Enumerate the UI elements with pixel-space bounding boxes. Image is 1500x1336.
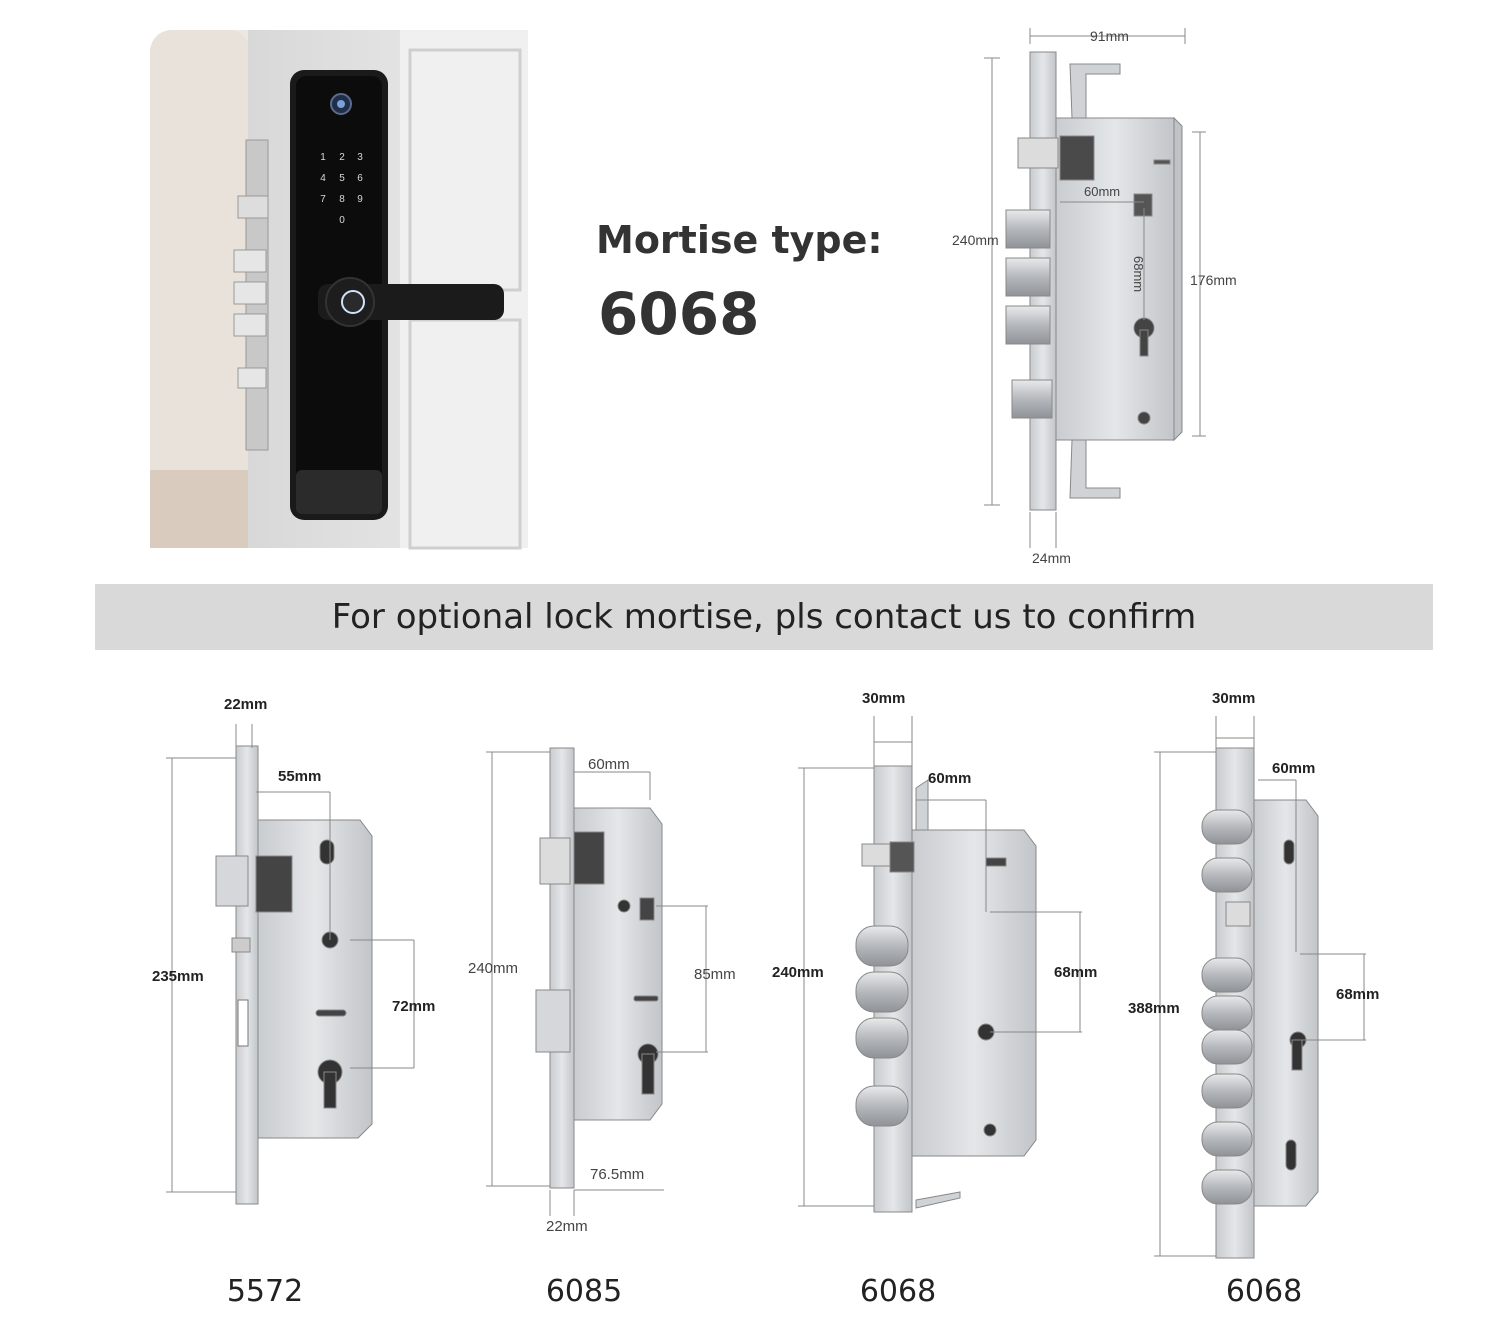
dim-width: 91mm [1090,28,1129,44]
svg-text:4: 4 [320,173,326,184]
mortise-model: 6068 [598,280,760,348]
top-mortise-drawing [984,28,1206,548]
dim-center: 68mm [1131,256,1146,293]
svg-text:9: 9 [357,194,363,205]
mortise-6085-drawing [486,747,708,1216]
svg-text:8: 8 [339,194,345,205]
opt4-model: 6068 [1225,1274,1303,1309]
svg-text:7: 7 [320,194,326,205]
dim-faceplate: 24mm [1032,550,1071,566]
opt3-height: 240mm [772,964,824,981]
opt3-center: 68mm [1054,964,1098,981]
opt4-center: 68mm [1336,986,1380,1003]
dim-backset: 60mm [1084,184,1121,199]
mortise-6068-drawing-a [798,716,1082,1213]
opt4-height: 388mm [1128,1000,1180,1017]
opt2-height: 240mm [468,960,519,977]
product-photo [150,30,528,550]
opt1-model: 5572 [226,1274,304,1309]
dim-body-height: 176mm [1190,272,1237,288]
opt2-model: 6085 [545,1274,623,1309]
mortise-5572-drawing [166,724,415,1205]
svg-text:2: 2 [339,152,345,163]
opt2-center: 85mm [694,966,736,983]
keypad: 1 2 3 4 5 6 7 8 9 0 [320,152,363,226]
svg-text:5: 5 [339,173,345,184]
opt4-faceplate: 30mm [1212,690,1256,707]
opt1-center: 72mm [392,998,436,1015]
opt3-backset: 60mm [928,770,972,787]
dim-height: 240mm [952,232,999,248]
opt1-height: 235mm [152,968,204,985]
svg-text:6: 6 [357,173,363,184]
mortise-6068-drawing-b [1154,716,1366,1259]
optional-mortise-banner: For optional lock mortise, pls contact u… [95,584,1433,650]
opt1-backset: 55mm [278,768,322,785]
opt3-model: 6068 [859,1274,937,1309]
opt3-faceplate: 30mm [862,690,906,707]
opt2-faceplate: 22mm [546,1218,588,1235]
svg-text:1: 1 [320,152,326,163]
svg-text:0: 0 [339,215,345,226]
svg-text:3: 3 [357,152,363,163]
opt2-body-width: 76.5mm [590,1166,645,1183]
mortise-type-label: Mortise type: [596,218,883,262]
opt2-backset: 60mm [588,756,630,773]
banner-text: For optional lock mortise, pls contact u… [331,597,1197,637]
opt4-backset: 60mm [1272,760,1316,777]
opt1-faceplate: 22mm [224,696,268,713]
